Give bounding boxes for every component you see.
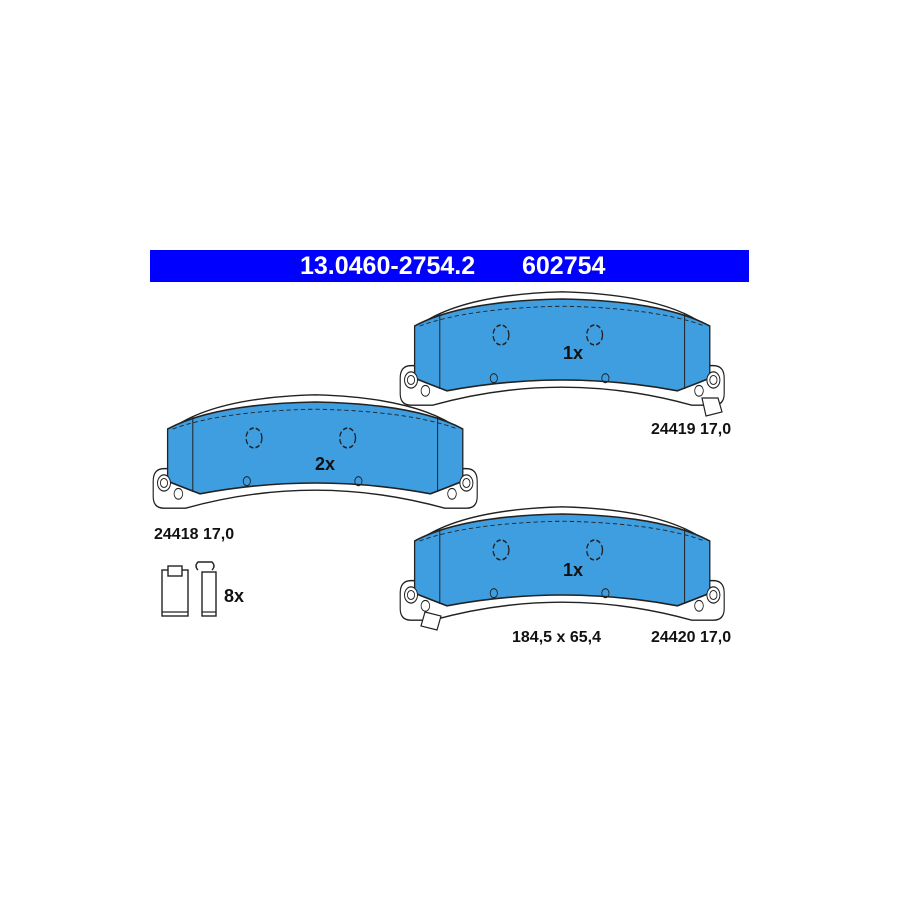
pad-1-quantity: 1x: [563, 343, 583, 363]
brake-pad-2: [152, 393, 479, 510]
product-code: 602754: [522, 252, 606, 280]
wear-sensor-3: [420, 611, 442, 631]
title-banner: 13.0460-2754.2 602754: [150, 250, 749, 282]
clips-quantity: 8x: [224, 586, 245, 606]
pad-3-quantity: 1x: [563, 560, 583, 580]
part-number: 13.0460-2754.2: [300, 252, 476, 280]
pad-2-reference: 24418 17,0: [154, 526, 235, 543]
clip-icon: [161, 561, 217, 617]
pad-dimensions: 184,5 x 65,4: [512, 629, 601, 646]
pad-3-reference: 24420 17,0: [651, 629, 732, 646]
pad-2-quantity: 2x: [315, 454, 335, 474]
pad-1-reference: 24419 17,0: [651, 421, 732, 438]
wear-sensor-1: [701, 397, 723, 417]
